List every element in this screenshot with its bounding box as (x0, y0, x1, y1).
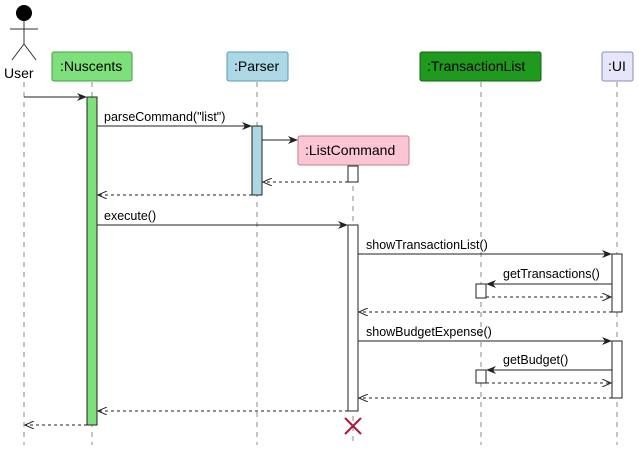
participant-listcommand: :ListCommand (297, 135, 410, 166)
participant-nuscents: :Nuscents (51, 51, 133, 82)
message-get-transactions: getTransactions() (503, 267, 600, 281)
participant-transactionlist-box (419, 51, 542, 82)
message-get-budget: getBudget() (503, 353, 568, 367)
participant-parser-box (226, 51, 289, 82)
participant-listcommand-label: :ListCommand (305, 142, 395, 158)
destroy-mark-stroke-2 (344, 417, 362, 435)
message-execute: execute() (104, 209, 156, 223)
participant-transactionlist: :TransactionList (419, 51, 542, 82)
activation-listcommand-init (347, 165, 359, 183)
participant-parser-label: :Parser (234, 58, 279, 74)
participant-listcommand-box (297, 135, 410, 166)
user-actor-label: User (4, 65, 34, 81)
activation-nuscents (86, 96, 98, 426)
participant-nuscents-label: :Nuscents (60, 58, 122, 74)
participant-transactionlist-label: :TransactionList (427, 58, 525, 74)
user-actor: User (4, 5, 38, 81)
participant-ui-box (601, 51, 634, 82)
activation-ui-2 (611, 340, 623, 399)
user-actor-leg-right (23, 43, 37, 61)
message-parse-command: parseCommand("list") (104, 110, 225, 124)
participant-parser: :Parser (226, 51, 289, 82)
participant-ui: :UI (601, 51, 634, 82)
user-actor-head (16, 5, 32, 21)
destroy-mark-icon (344, 417, 362, 435)
message-show-budget-expense: showBudgetExpense() (366, 325, 492, 339)
activation-listcommand-execute (347, 224, 359, 412)
user-actor-leg-left (11, 43, 25, 61)
activation-transactionlist-2 (475, 369, 487, 384)
activation-transactionlist-1 (475, 283, 487, 299)
activation-parser (251, 125, 263, 196)
message-show-transaction-list: showTransactionList() (366, 238, 488, 252)
participant-ui-label: :UI (608, 58, 626, 74)
participant-nuscents-box (51, 51, 133, 82)
activation-ui-1 (611, 253, 623, 313)
